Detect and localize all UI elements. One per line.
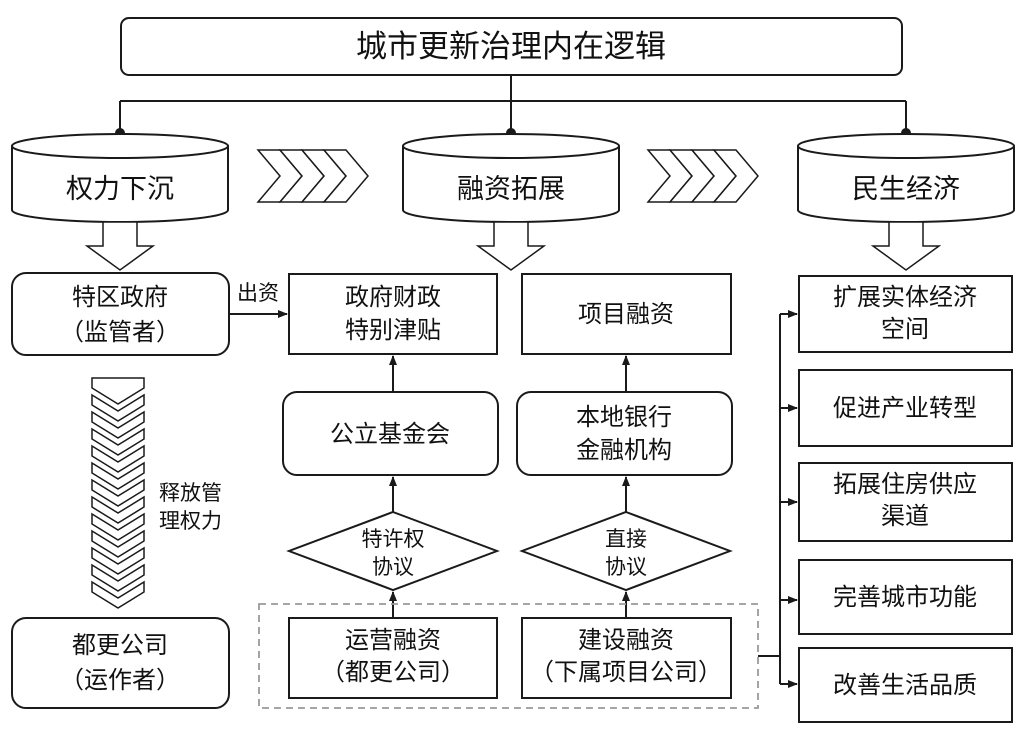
outcome-box: 扩展实体经济 空间 [798,275,1013,353]
svg-text:（下属项目公司）: （下属项目公司） [530,658,722,686]
svg-text:都更公司: 都更公司 [72,631,168,659]
outcome-box: 促进产业转型 [798,369,1013,447]
svg-text:完善城市功能: 完善城市功能 [833,583,977,611]
title-connector [115,75,911,138]
operation-finance-box: 运营融资 （都更公司） [288,617,498,699]
svg-text:特许权: 特许权 [362,527,425,551]
outcome-box: 完善城市功能 [798,559,1013,635]
funding-label: 出资 [237,281,279,305]
down-arrow-icon [870,221,942,271]
svg-text:公立基金会: 公立基金会 [330,420,450,448]
svg-text:运营融资: 运营融资 [345,626,441,654]
construction-finance-box: 建设融资 （下属项目公司） [521,617,732,699]
pillar-right: 民生经济 [797,133,1015,223]
svg-text:改善生活品质: 改善生活品质 [833,671,977,699]
svg-text:（都更公司）: （都更公司） [321,658,465,686]
svg-text:特别津贴: 特别津贴 [345,316,441,344]
svg-text:特区政府: 特区政府 [72,283,168,311]
down-arrow-icon [84,221,156,271]
outcome-box: 改善生活品质 [798,647,1013,723]
svg-text:促进产业转型: 促进产业转型 [833,394,977,422]
diagram-title: 城市更新治理内在逻辑 [356,29,666,65]
down-arrow-icon [475,221,547,271]
bank-box: 本地银行 金融机构 [516,391,733,476]
pillar-middle: 融资拓展 [402,133,620,223]
chevron-down-icon [91,377,145,609]
svg-text:政府财政: 政府财政 [345,283,441,311]
svg-text:金融机构: 金融机构 [576,436,672,464]
company-box: 都更公司 （运作者） [11,617,230,709]
svg-text:协议: 协议 [372,555,414,579]
release-label-line2: 理权力 [159,509,222,533]
pillar-middle-label: 融资拓展 [457,174,565,205]
svg-text:建设融资: 建设融资 [578,626,674,654]
svg-text:（运作者）: （运作者） [60,666,180,694]
chevron-right-icon [646,149,759,203]
svg-text:（监管者）: （监管者） [60,318,180,346]
franchise-diamond: 特许权 协议 [286,510,500,592]
finance-group-outline [258,603,759,709]
svg-text:直接: 直接 [605,527,647,551]
pillar-left-label: 权力下沉 [66,174,174,205]
svg-text:渠道: 渠道 [881,502,929,530]
svg-text:拓展住房供应: 拓展住房供应 [833,470,977,498]
chevron-right-icon [256,149,369,203]
subsidy-box: 政府财政 特别津贴 [288,273,498,355]
svg-text:空间: 空间 [881,315,929,343]
title-box: 城市更新治理内在逻辑 [120,17,903,76]
svg-text:本地银行: 本地银行 [576,403,672,431]
government-box: 特区政府 （监管者） [11,272,230,356]
outcome-box: 拓展住房供应 渠道 [798,462,1013,542]
direct-diamond: 直接 协议 [519,510,733,592]
pillar-left: 权力下沉 [11,133,229,223]
svg-text:项目融资: 项目融资 [578,300,674,328]
pillar-right-label: 民生经济 [852,174,960,205]
svg-text:协议: 协议 [605,555,647,579]
foundation-box: 公立基金会 [282,391,499,476]
release-label-line1: 释放管 [159,481,222,505]
svg-text:扩展实体经济: 扩展实体经济 [833,283,977,311]
project-finance-box: 项目融资 [521,273,732,355]
